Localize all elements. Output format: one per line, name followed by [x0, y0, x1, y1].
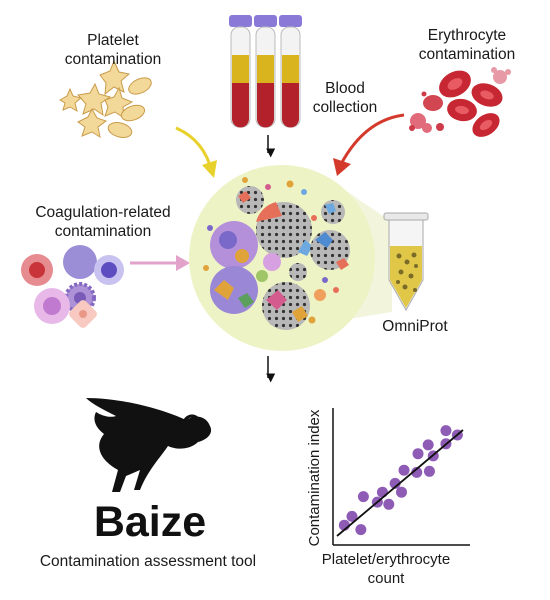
erythrocyte-contamination-label: Erythrocyte contamination [392, 26, 542, 64]
scatter-point-7 [389, 477, 401, 489]
scatter-point-5 [376, 486, 388, 498]
omniprot-label: OmniProt [382, 318, 448, 335]
platelet-icon [59, 59, 152, 139]
erythrocyte-icon [409, 67, 511, 137]
erythrocyte-label-line1: Erythrocyte [427, 27, 507, 44]
scatter-point-8 [396, 486, 407, 498]
trend-line [336, 429, 464, 537]
omniprot-tube-icon [383, 212, 429, 312]
blood-collection-label: Blood collection [300, 79, 390, 117]
baize-mascot-icon [86, 398, 212, 492]
scatter-point-10 [411, 466, 423, 478]
scatter-point-16 [440, 425, 452, 437]
scatter-point-9 [398, 464, 410, 476]
scatter-point-2 [355, 524, 367, 536]
scatter-point-13 [423, 465, 435, 477]
platelet-contamination-label: Platelet contamination [38, 31, 188, 69]
x-axis-label-line1: Platelet/erythrocyte [322, 551, 450, 568]
protein-mix-icon [189, 165, 375, 351]
coagulation-cells-icon [21, 245, 124, 328]
coagulation-label-line1: Coagulation-related [35, 204, 171, 221]
platelet-label-line1: Platelet [87, 32, 139, 49]
y-axis-label: Contamination index [306, 409, 323, 546]
x-axis-label-line2: count [368, 570, 406, 587]
erythrocyte-label-line2: contamination [418, 46, 516, 63]
blood-label-line1: Blood [325, 80, 365, 97]
coagulation-contamination-label: Coagulation-related contamination [8, 203, 198, 241]
scatter-point-6 [383, 498, 395, 510]
scatter-point-3 [357, 491, 369, 503]
baize-logo-text: Baize [94, 498, 206, 546]
platelet-label-line2: contamination [64, 51, 162, 68]
scatter-point-1 [346, 510, 358, 522]
blood-label-line2: collection [312, 99, 378, 116]
scatter-point-11 [412, 448, 424, 460]
contamination-tool-label: Contamination assessment tool [39, 553, 257, 570]
scatter-point-12 [422, 439, 434, 451]
scatter-chart: Contamination index Platelet/erythrocyte… [306, 408, 470, 587]
coagulation-label-line2: contamination [54, 223, 152, 240]
blood-tube-icon [229, 15, 302, 128]
